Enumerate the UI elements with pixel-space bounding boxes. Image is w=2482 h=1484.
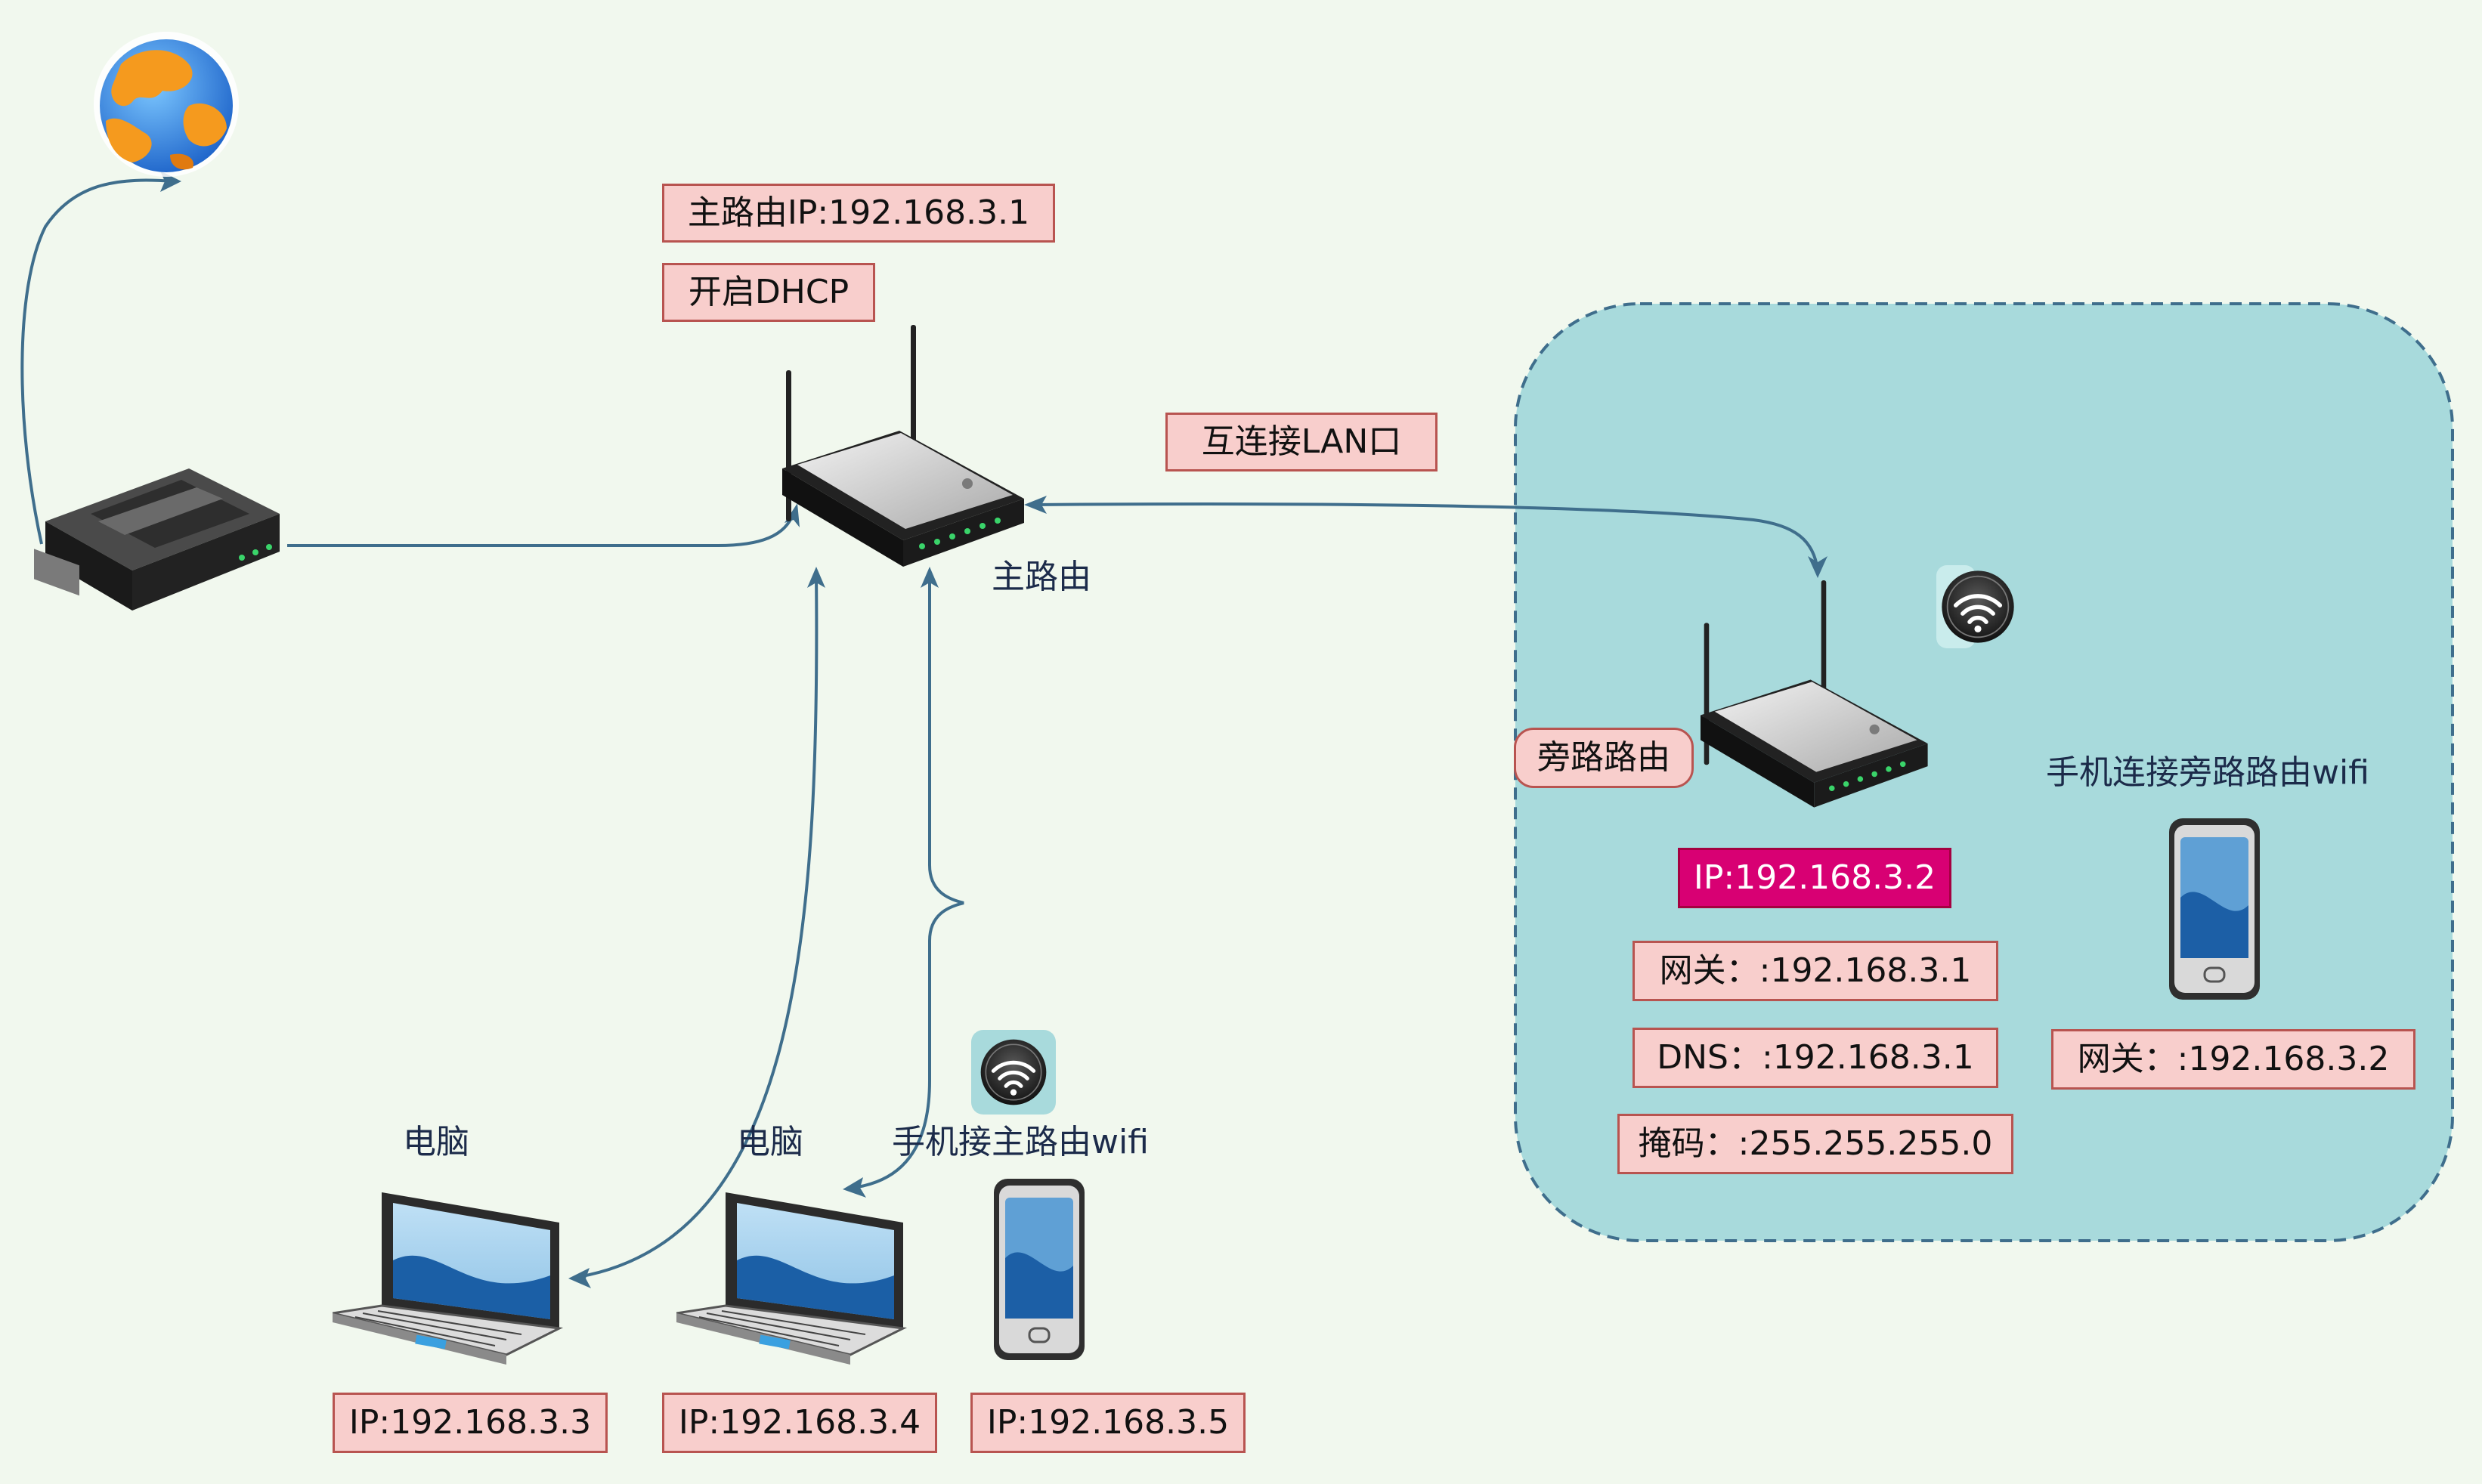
arrowhead-side-router — [1808, 556, 1827, 578]
connector-main-side-router — [1031, 502, 1819, 571]
laptop-icon — [676, 1192, 905, 1366]
connector-main-router-wifi-clients — [852, 574, 964, 1189]
arrowhead-main-router-from-side — [1024, 496, 1047, 514]
side-phone-caption: 手机连接旁路路由wifi — [2046, 753, 2369, 792]
dhcp-label: 开启DHCP — [662, 263, 875, 322]
phone-icon — [992, 1177, 1086, 1362]
client-ip-label: IP:192.168.3.5 — [970, 1393, 1246, 1453]
side-router-ip-label: IP:192.168.3.2 — [1678, 848, 1951, 908]
arrowhead-laptop-1 — [568, 1268, 591, 1288]
client-ip-label: IP:192.168.3.3 — [333, 1393, 608, 1453]
arrowhead-main-router-from-wifi — [921, 567, 939, 588]
side-router-dns-label: DNS：:192.168.3.1 — [1632, 1028, 1998, 1088]
main-router-icon — [782, 325, 1024, 567]
main-router-ip-label: 主路由IP:192.168.3.1 — [662, 184, 1055, 243]
arrowhead-main-router-from-laptop — [807, 567, 825, 588]
lan-link-label: 互连接LAN口 — [1165, 413, 1438, 471]
modem-icon — [34, 468, 280, 611]
client-ip-label: IP:192.168.3.4 — [662, 1393, 937, 1453]
main-router-caption: 主路由 — [992, 558, 1091, 596]
side-router-gateway-label: 网关：:192.168.3.1 — [1632, 941, 1998, 1001]
connector-modem-main-router — [287, 512, 795, 547]
connector-main-router-laptop-1 — [577, 574, 819, 1278]
side-router-tag: 旁路路由 — [1514, 728, 1694, 788]
client-caption: 电脑 — [737, 1123, 803, 1161]
phone-icon — [2168, 817, 2261, 1001]
client-caption: 手机接主路由wifi — [892, 1123, 1149, 1161]
client-caption: 电脑 — [403, 1123, 469, 1161]
wifi-icon — [1936, 565, 2014, 648]
globe-icon — [94, 32, 239, 177]
side-router-mask-label: 掩码：:255.255.255.0 — [1617, 1114, 2013, 1174]
side-phone-gateway-label: 网关：:192.168.3.2 — [2051, 1029, 2415, 1090]
wifi-icon — [971, 1030, 1056, 1115]
arrowhead-laptop-2 — [843, 1177, 866, 1198]
connectors — [20, 178, 1819, 1278]
connector-modem-globe — [20, 178, 175, 545]
laptop-icon — [333, 1192, 561, 1366]
